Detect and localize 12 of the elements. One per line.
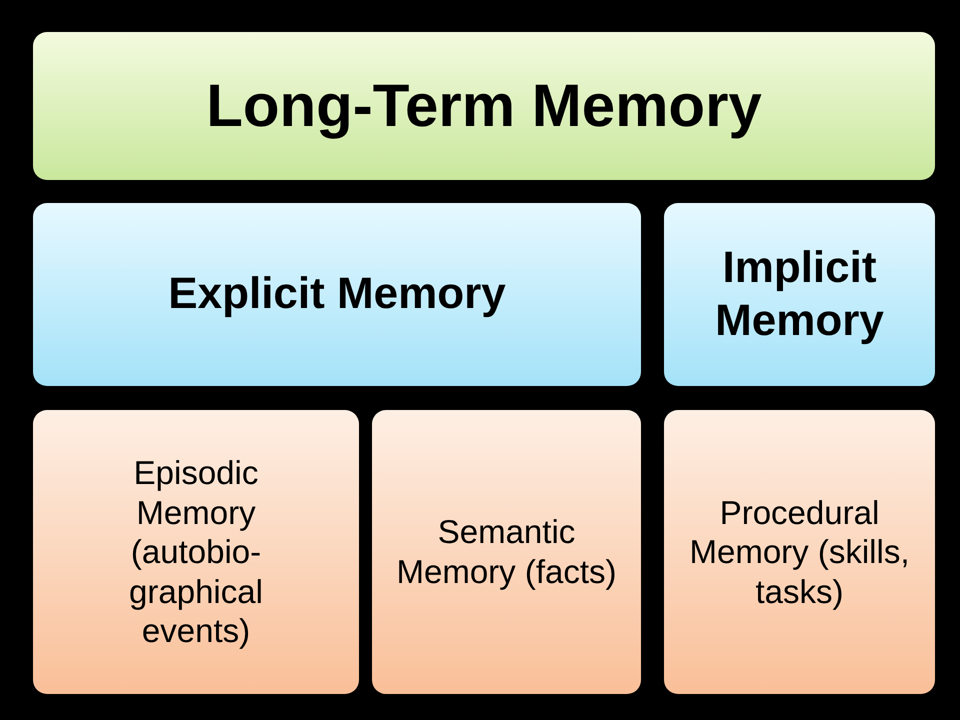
box-label: Procedural Memory (skills, tasks) xyxy=(688,492,910,612)
memory-box xyxy=(33,203,641,386)
box-label: Semantic Memory (facts) xyxy=(395,512,618,592)
memory-box xyxy=(33,32,935,180)
memory-box xyxy=(33,410,359,694)
box-label: Explicit Memory xyxy=(168,268,506,320)
memory-box xyxy=(372,410,641,694)
memory-box xyxy=(664,203,935,386)
memory-box xyxy=(664,410,935,694)
box-label: Episodic Memory (autobio- graphical events) xyxy=(128,453,264,651)
box-label: Long-Term Memory xyxy=(206,71,762,141)
box-label: Implicit Memory xyxy=(714,242,885,346)
